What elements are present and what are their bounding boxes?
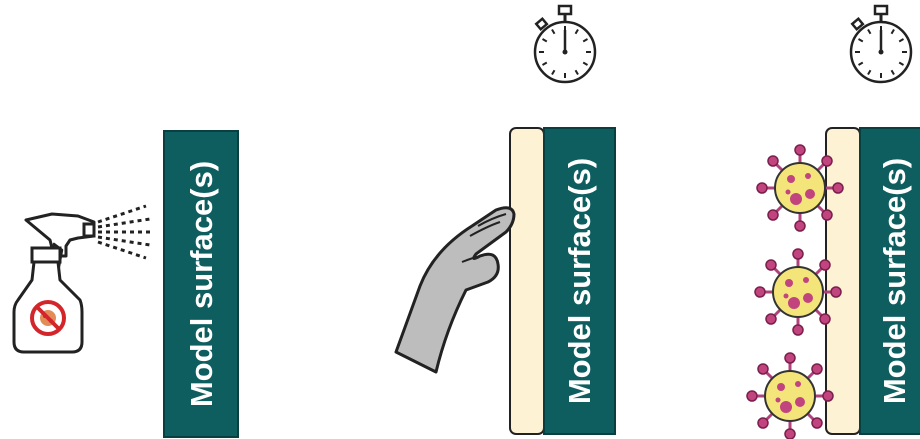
spray-bottle-icon bbox=[14, 214, 94, 352]
surface-label: Model surface(s) bbox=[562, 158, 597, 404]
virus-icon bbox=[747, 353, 833, 439]
coating-layer bbox=[510, 128, 544, 434]
model-surface-2: Model surface(s) bbox=[544, 128, 615, 434]
glove-hand-icon bbox=[396, 208, 514, 372]
virus-icon bbox=[757, 145, 843, 231]
model-surface-3: Model surface(s) bbox=[860, 128, 920, 434]
stopwatch-icon bbox=[535, 6, 595, 82]
spray-mist bbox=[98, 206, 152, 258]
stopwatch-icon bbox=[851, 6, 911, 82]
surface-label: Model surface(s) bbox=[184, 161, 219, 407]
virus-icon bbox=[755, 249, 841, 335]
model-surface-1: Model surface(s) bbox=[164, 131, 238, 437]
surface-label: Model surface(s) bbox=[877, 158, 912, 404]
coating-layer bbox=[826, 128, 860, 434]
